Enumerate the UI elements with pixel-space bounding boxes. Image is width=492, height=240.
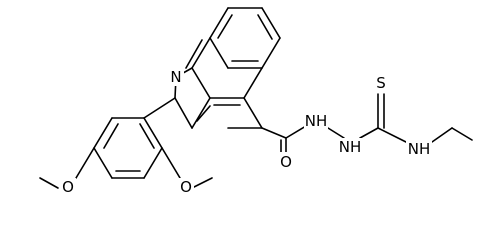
ortho-methoxy-oxygen-label: O bbox=[180, 178, 192, 196]
bond bbox=[185, 39, 203, 69]
bond bbox=[261, 7, 281, 39]
bond bbox=[209, 7, 229, 39]
bond bbox=[93, 117, 113, 149]
bond bbox=[75, 147, 95, 179]
bond bbox=[174, 97, 193, 129]
bond bbox=[143, 117, 163, 149]
hydrazine-nh-label: NH bbox=[339, 138, 362, 156]
carbonyl-oxygen-label: O bbox=[280, 153, 292, 171]
bond bbox=[261, 37, 281, 69]
hydrazide-nh-label: NH bbox=[305, 112, 328, 130]
bond bbox=[161, 147, 181, 179]
bond bbox=[143, 97, 176, 119]
bond bbox=[431, 127, 453, 143]
structure-svg: N O NH NH S NH O O bbox=[39, 7, 473, 196]
bond bbox=[39, 177, 59, 189]
bond-layer bbox=[39, 7, 473, 189]
bond bbox=[191, 97, 211, 129]
bond bbox=[243, 97, 263, 129]
ethylamine-nh-label: NH bbox=[408, 140, 431, 158]
bond bbox=[261, 127, 287, 139]
bond bbox=[93, 147, 113, 179]
bond bbox=[191, 67, 211, 99]
bond bbox=[191, 37, 211, 69]
molecule-diagram: N O NH NH S NH O O bbox=[39, 7, 473, 196]
atom-label-layer: N O NH NH S NH O O bbox=[60, 68, 432, 196]
bond bbox=[196, 105, 211, 122]
bond bbox=[257, 14, 273, 40]
bond bbox=[103, 123, 119, 149]
bond bbox=[285, 125, 307, 139]
bond bbox=[143, 147, 163, 179]
bond bbox=[451, 127, 473, 141]
bond bbox=[217, 14, 233, 39]
thione-sulfur-label: S bbox=[376, 74, 386, 92]
bond bbox=[359, 127, 379, 139]
para-methoxy-oxygen-label: O bbox=[62, 178, 74, 196]
ring-nitrogen-label: N bbox=[170, 68, 181, 86]
bond bbox=[243, 67, 263, 99]
bond bbox=[139, 123, 155, 149]
bond bbox=[209, 37, 229, 69]
bond bbox=[377, 127, 407, 143]
bond bbox=[191, 177, 213, 189]
bond bbox=[327, 127, 345, 139]
